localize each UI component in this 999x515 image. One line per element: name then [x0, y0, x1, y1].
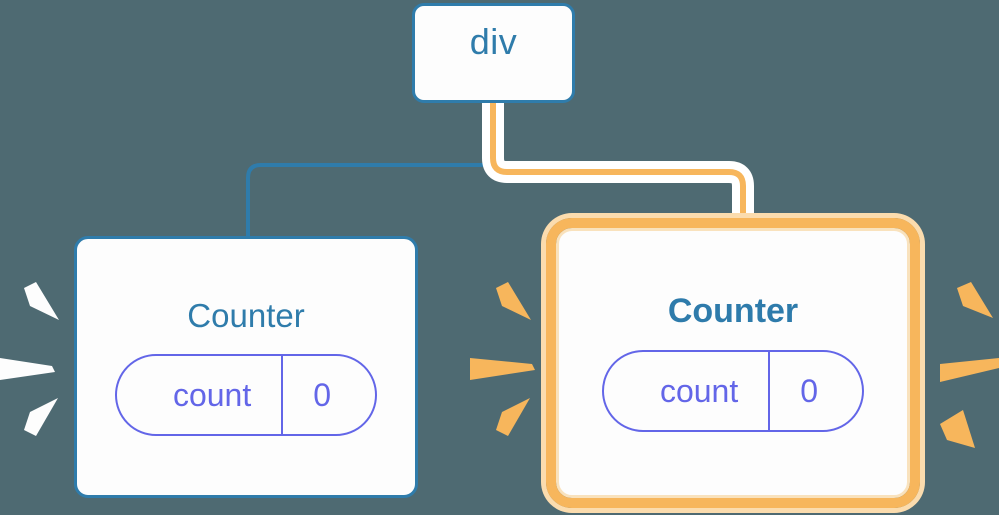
sparkle-ray: [496, 398, 530, 436]
sparkle-ray: [24, 282, 59, 320]
edge-div-to-counter-right: [490, 103, 746, 232]
state-pill-counter-left[interactable]: count 0: [114, 353, 378, 436]
sparkle-ray: [470, 358, 535, 380]
state-value: 0: [768, 352, 862, 430]
node-div[interactable]: div: [412, 3, 575, 103]
state-value: 0: [281, 355, 375, 434]
node-counter-left[interactable]: Counter count 0: [74, 236, 418, 498]
node-div-label: div: [469, 21, 518, 62]
sparkle-ray: [496, 282, 531, 320]
sparkle-ray: [957, 282, 993, 318]
node-counter-right-label: Counter: [667, 292, 799, 330]
burst-right-of-counter-left: [470, 282, 535, 436]
sparkle-ray: [24, 398, 58, 436]
edge-div-to-counter-right-casing: [482, 103, 754, 232]
state-key: count: [172, 376, 252, 413]
state-pill-counter-right[interactable]: count 0: [601, 350, 865, 432]
edge-div-to-counter-left: [246, 101, 495, 240]
sparkle-ray: [940, 358, 999, 382]
burst-right-of-counter-right: [940, 282, 999, 448]
state-key: count: [659, 373, 739, 409]
sparkle-ray: [940, 410, 975, 448]
node-counter-left-label: Counter: [187, 296, 305, 334]
node-counter-right[interactable]: Counter count 0: [546, 218, 920, 508]
sparkle-ray: [0, 358, 55, 380]
burst-left-of-counter-left: [0, 282, 59, 436]
